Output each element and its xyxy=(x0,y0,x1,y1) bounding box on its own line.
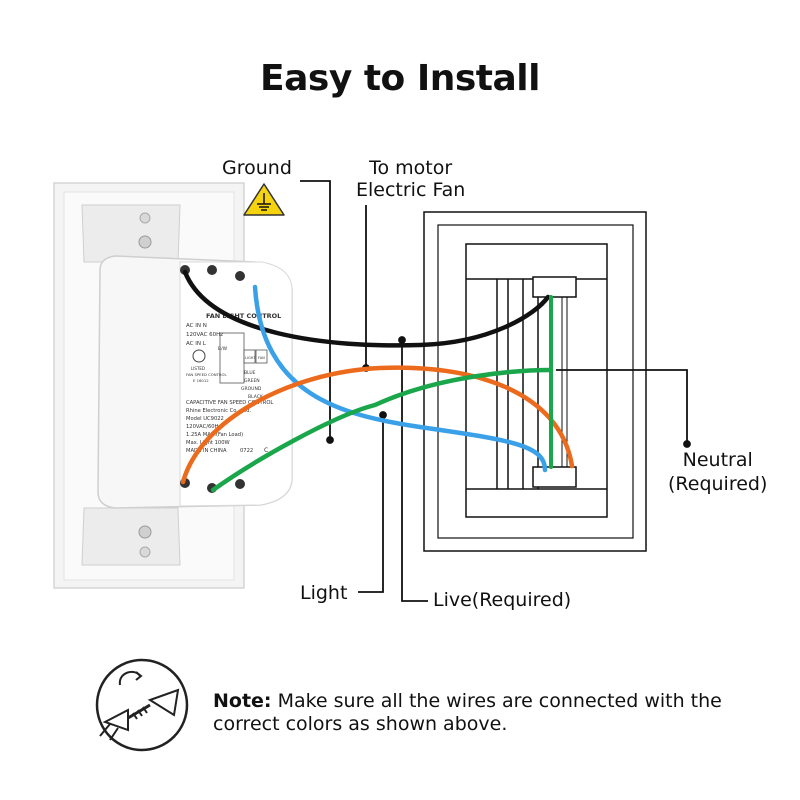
wire-twist-icon xyxy=(95,658,189,752)
ul-mark-icon xyxy=(192,349,206,363)
live-leader xyxy=(401,340,428,602)
light-leader xyxy=(358,415,384,593)
device-line7: MADE IN CHINA xyxy=(186,448,227,454)
wire-green xyxy=(210,367,554,493)
ground-leader xyxy=(300,180,331,440)
to-motor-label: To motor Electric Fan xyxy=(356,157,465,201)
ground-warning-icon xyxy=(243,183,285,216)
device-green: GREEN xyxy=(244,378,260,384)
note-text: Note: Make sure all the wires are connec… xyxy=(213,690,773,736)
neutral-leader xyxy=(556,369,688,444)
light-label: Light xyxy=(300,582,348,604)
wire-orange xyxy=(180,365,575,485)
device-line4: 120VAC/60Hz xyxy=(186,424,221,430)
bottom-mounting-strap xyxy=(81,507,181,566)
device-blue: BLUE xyxy=(244,370,256,376)
device-e-num: E 16012 xyxy=(193,378,209,383)
device-ac-in-l: AC IN L xyxy=(186,341,207,347)
note-bold: Note: xyxy=(213,690,272,712)
device-header: FAN LIGHT CONTROL xyxy=(206,312,281,320)
ground-label: Ground xyxy=(222,157,292,179)
device-bw: B/W xyxy=(218,346,228,352)
device-line6: Max. Light 100W xyxy=(186,440,230,446)
neutral-line1: Neutral xyxy=(682,449,753,471)
device-black: BLACK xyxy=(248,394,264,400)
to-motor-line1: To motor xyxy=(369,157,453,179)
device-label: FAN LIGHT CONTROL AC IN N 120VAC 60Hz AC… xyxy=(186,312,281,454)
leader-lines xyxy=(300,180,691,602)
switch-body xyxy=(97,255,293,509)
device-rating: 120VAC 60Hz xyxy=(186,332,223,338)
device-c: C xyxy=(264,447,268,454)
to-motor-line2: Electric Fan xyxy=(356,179,466,201)
device-line1: CAPACITIVE FAN SPEED CONTROL xyxy=(186,400,273,406)
light-box-label: LIGHT xyxy=(245,356,256,360)
device-listed: LISTED xyxy=(191,366,205,371)
device-code: 0722 xyxy=(240,448,253,454)
top-mounting-strap xyxy=(81,204,181,263)
light-box xyxy=(243,349,256,364)
fan-box xyxy=(255,349,268,364)
device-ac-in-n: AC IN N xyxy=(186,323,207,329)
neutral-label: Neutral (Required) xyxy=(668,448,767,496)
note-body: Make sure all the wires are connected wi… xyxy=(213,690,722,735)
neutral-line2: (Required) xyxy=(668,473,768,495)
device-fan-speed: FAN SPEED CONTROL xyxy=(186,372,228,377)
live-label: Live(Required) xyxy=(433,589,572,611)
page-title: Easy to Install xyxy=(260,58,540,99)
wire-black xyxy=(182,269,551,348)
device-line3: Model UC9022 xyxy=(186,416,224,422)
wires xyxy=(180,269,575,493)
device-line2: Rhine Electronic Co., Ltd. xyxy=(186,408,252,414)
fan-box-label: FAN xyxy=(258,356,265,360)
device-ground: GROUND xyxy=(241,386,262,392)
fan-junction-box xyxy=(423,211,647,552)
wire-blue xyxy=(252,284,548,473)
